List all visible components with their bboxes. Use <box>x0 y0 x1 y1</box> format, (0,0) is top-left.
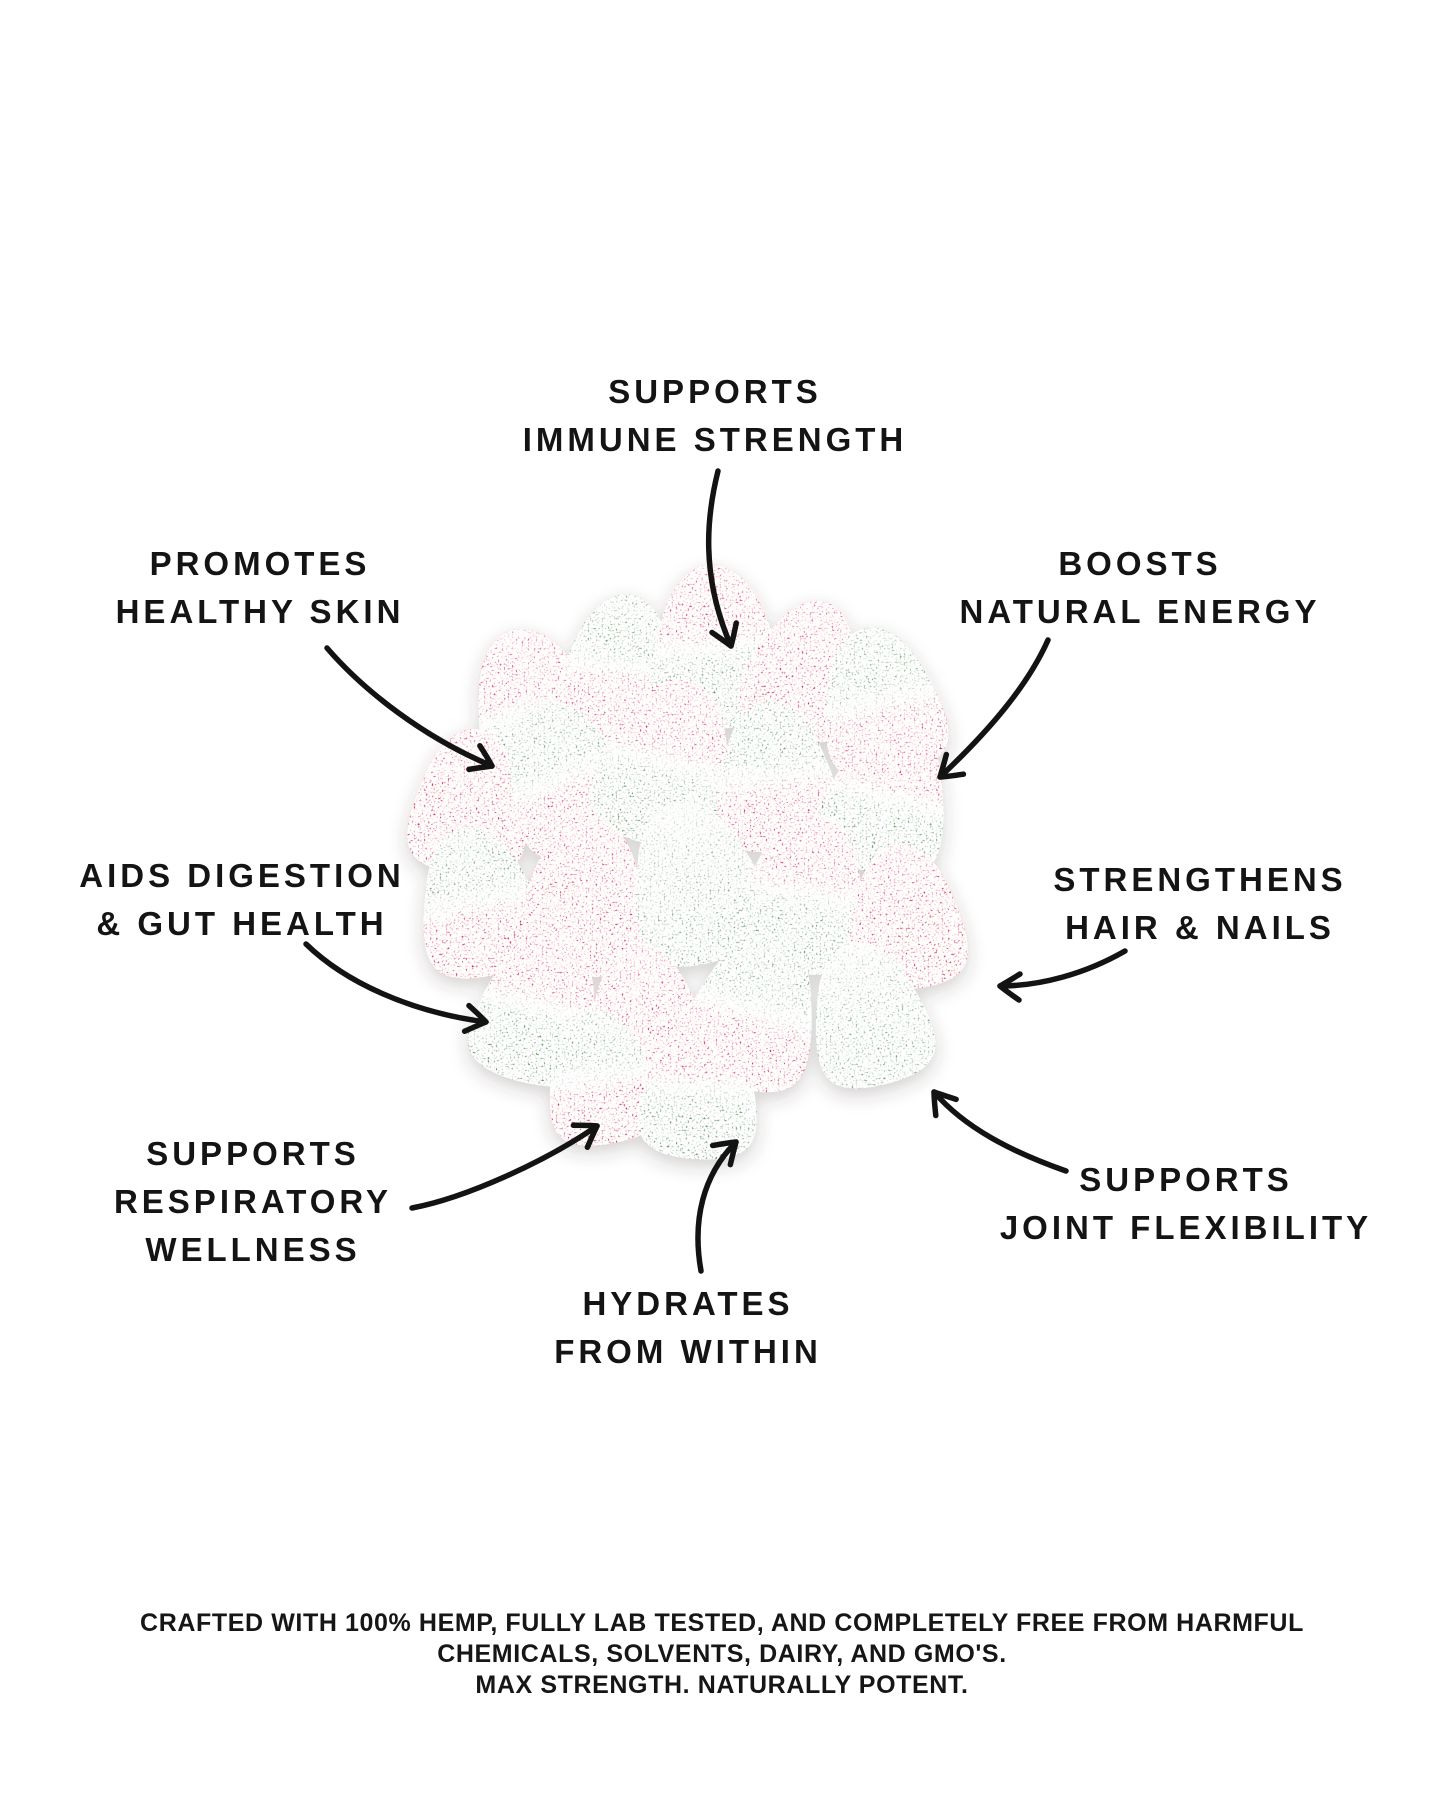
benefit-label-hydration: HYDRATES FROM WITHIN <box>554 1280 822 1376</box>
gummy-candy <box>549 1008 662 1146</box>
arrow-layer <box>303 468 1128 1274</box>
gummy-cluster-image <box>407 564 968 1160</box>
benefit-line: STRENGTHENS <box>1053 861 1347 898</box>
benefit-line: HEALTHY SKIN <box>115 593 405 630</box>
gummy-candy <box>423 827 547 979</box>
benefit-line: BOOSTS <box>1058 545 1222 582</box>
footer-line: CHEMICALS, SOLVENTS, DAIRY, AND GMO'S. <box>437 1640 1007 1668</box>
benefit-line: NATURAL ENERGY <box>959 593 1321 630</box>
benefit-line: RESPIRATORY <box>113 1183 393 1220</box>
benefit-line: PROMOTES <box>149 545 371 582</box>
gummy-candy <box>815 720 944 877</box>
benefit-line: JOINT FLEXIBILITY <box>999 1209 1373 1246</box>
footer-claims: CRAFTED WITH 100% HEMP, FULLY LAB TESTED… <box>140 1608 1304 1701</box>
gummy-candy <box>815 941 936 1089</box>
benefit-line: SUPPORTS <box>146 1135 360 1172</box>
arrow-energy <box>937 637 1051 780</box>
benefit-label-energy: BOOSTS NATURAL ENERGY <box>960 540 1321 636</box>
arrow-skin <box>324 645 495 773</box>
arrow-immune <box>705 468 739 649</box>
benefit-label-skin: PROMOTES HEALTHY SKIN <box>116 540 405 636</box>
benefit-label-digestion: AIDS DIGESTION & GUT HEALTH <box>79 852 405 948</box>
footer-line: MAX STRENGTH. NATURALLY POTENT. <box>475 1671 969 1699</box>
arrow-hair <box>997 948 1128 1003</box>
arrow-joint <box>931 1089 1069 1174</box>
arrow-digestion <box>303 941 489 1035</box>
benefit-line: & GUT HEALTH <box>96 905 388 942</box>
footer-line: CRAFTED WITH 100% HEMP, FULLY LAB TESTED… <box>140 1609 1304 1637</box>
benefit-line: SUPPORTS <box>1079 1161 1293 1198</box>
benefit-line: HAIR & NAILS <box>1065 909 1335 946</box>
benefit-line: FROM WITHIN <box>554 1333 822 1370</box>
benefit-line: SUPPORTS <box>608 373 822 410</box>
benefit-label-joint: SUPPORTS JOINT FLEXIBILITY <box>1000 1156 1372 1252</box>
benefit-line: IMMUNE STRENGTH <box>522 421 908 458</box>
benefit-line: HYDRATES <box>582 1285 794 1322</box>
arrow-hydration <box>695 1139 739 1274</box>
benefit-label-hair: STRENGTHENS HAIR & NAILS <box>1053 856 1346 952</box>
benefit-label-respiratory: SUPPORTS RESPIRATORY WELLNESS <box>114 1130 392 1274</box>
benefit-line: AIDS DIGESTION <box>79 857 405 894</box>
benefit-label-immune: SUPPORTS IMMUNE STRENGTH <box>523 368 908 464</box>
benefit-line: WELLNESS <box>145 1231 361 1268</box>
arrow-respiratory <box>409 1122 600 1211</box>
gummy-candy <box>638 1013 757 1160</box>
